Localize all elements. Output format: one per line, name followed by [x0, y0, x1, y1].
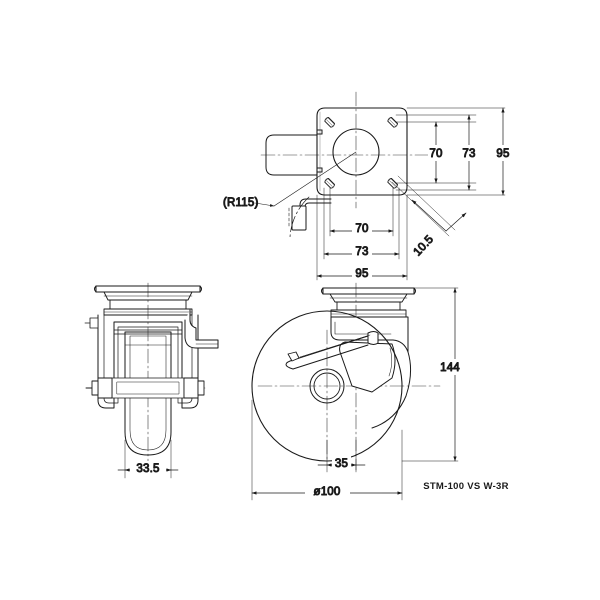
front-elevation-view: 33.5	[84, 282, 219, 479]
swivel-radius-arc	[254, 151, 357, 238]
top-plate-view: (R115) 70 73 95	[223, 91, 512, 281]
dim-plate-width: 95	[355, 268, 368, 280]
front-wheel-body	[124, 331, 172, 456]
front-view-extension-lines	[124, 439, 172, 479]
dim-plate-depth: 95	[496, 148, 509, 160]
bolt-slot-top-left	[324, 117, 335, 128]
side-view-extension-lines-height	[401, 287, 459, 462]
brake-lever-plan	[288, 198, 332, 231]
slot-extension-lines-vert	[395, 114, 477, 191]
dim-wheel-diameter: ø100	[313, 486, 340, 498]
wheel-hub-inner	[313, 372, 341, 400]
side-mounting-plate	[321, 287, 416, 303]
side-brake-lever	[285, 331, 379, 370]
front-brake-lever	[184, 309, 219, 349]
side-view-extension-lines-diameter	[251, 399, 403, 501]
dim-swivel-radius: (R115)	[223, 197, 259, 209]
brake-pedal-housing	[265, 129, 323, 176]
dim-bolt-spacing-vertical: 70	[429, 148, 442, 160]
top-view-extension-lines-bottom	[316, 187, 408, 281]
bolt-slot-top-right	[387, 117, 398, 128]
wheel-hub-outer	[309, 368, 345, 404]
dim-swivel-offset: 35	[335, 458, 348, 470]
dim-slot-spacing-horizontal: 73	[355, 246, 368, 258]
dim-wheel-width: 33.5	[136, 463, 159, 475]
bolt-slot-bottom-left	[324, 178, 335, 189]
swivel-bore-circle	[332, 128, 380, 176]
bolt-slot-bottom-right	[387, 178, 398, 189]
slot-length-dimension	[391, 175, 467, 237]
side-view-extension-lines-offset	[326, 439, 357, 473]
side-elevation-view: 144 35 ø100	[251, 282, 464, 501]
front-axle-assembly	[84, 317, 205, 399]
front-mounting-plate	[94, 285, 202, 301]
dim-bolt-spacing-horizontal: 70	[355, 223, 368, 235]
dim-overall-height: 144	[440, 362, 460, 374]
dim-slot-spacing-vertical: 73	[462, 148, 475, 160]
part-number-label: STM-100 VS W-3R	[423, 481, 509, 492]
top-view-centerlines	[260, 91, 433, 209]
bolt-slot-group	[324, 117, 398, 189]
